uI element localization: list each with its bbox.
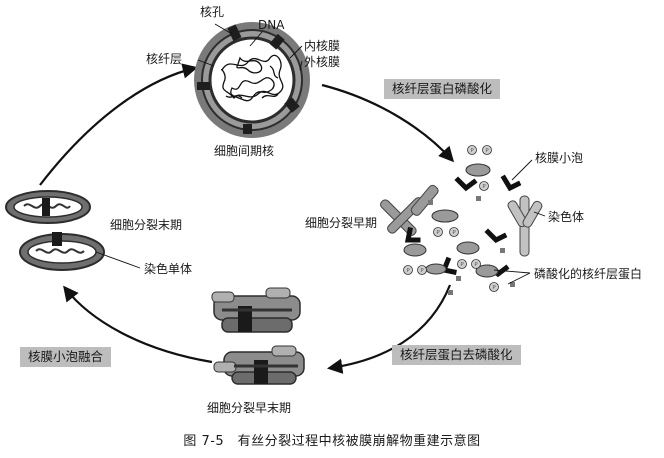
label-nuclear-lamina: 核纤层 bbox=[146, 52, 183, 66]
p-marker: P bbox=[485, 148, 489, 154]
right-leaders bbox=[493, 159, 546, 285]
interphase-nucleus bbox=[194, 22, 310, 138]
label-interphase-nucleus: 细胞间期核 bbox=[214, 144, 275, 158]
arrow-bottom-left bbox=[63, 285, 213, 364]
arrow-bottom-right bbox=[326, 284, 452, 374]
label-chromosome: 染色体 bbox=[548, 210, 585, 224]
label-dna: DNA bbox=[258, 18, 285, 32]
stage-dephosphorylation: 核纤层蛋白去磷酸化 bbox=[392, 345, 521, 365]
interphase-leaders bbox=[197, 23, 303, 71]
p-marker: P bbox=[420, 268, 424, 274]
figure-caption: 图 7-5 有丝分裂过程中核被膜崩解物重建示意图 bbox=[183, 434, 481, 449]
arrow-top-left bbox=[39, 63, 198, 186]
p-marker: P bbox=[470, 148, 474, 154]
label-late-early-mitosis: 细胞分裂早末期 bbox=[207, 401, 292, 415]
chromosome-left bbox=[380, 184, 439, 236]
label-inner-membrane: 内核膜 bbox=[304, 39, 341, 53]
reforming-cluster-top bbox=[211, 287, 301, 333]
p-marker: P bbox=[482, 184, 486, 190]
stage-phosphorylation: 核纤层蛋白磷酸化 bbox=[384, 79, 501, 99]
p-marker: P bbox=[406, 268, 410, 274]
chromatid-leader bbox=[95, 251, 141, 269]
arrow-top-right bbox=[321, 83, 455, 163]
reforming-cluster-bottom bbox=[213, 345, 305, 385]
p-marker: P bbox=[492, 285, 496, 291]
p-marker: P bbox=[452, 230, 456, 236]
telophase-nucleus-top bbox=[5, 190, 91, 224]
chromosome-right bbox=[507, 195, 543, 257]
label-outer-membrane: 外核膜 bbox=[304, 55, 341, 69]
p-marker: P bbox=[474, 262, 478, 268]
nuclear-pores bbox=[197, 24, 300, 134]
telophase-nucleus-bottom bbox=[19, 232, 105, 271]
label-nuclear-pore: 核孔 bbox=[200, 5, 225, 19]
p-marker: P bbox=[436, 230, 440, 236]
label-chromatid: 染色单体 bbox=[144, 262, 193, 276]
label-early-mitosis: 细胞分裂早期 bbox=[305, 216, 378, 230]
dna-coil bbox=[221, 54, 284, 102]
stage-vesicle-fusion: 核膜小泡融合 bbox=[20, 347, 112, 367]
label-telophase: 细胞分裂末期 bbox=[110, 218, 183, 232]
phospho-lamins: P P P P P P P P P P bbox=[403, 145, 515, 295]
label-phospho-lamin: 磷酸化的核纤层蛋白 bbox=[534, 267, 643, 281]
label-vesicle: 核膜小泡 bbox=[535, 151, 584, 165]
p-marker: P bbox=[460, 262, 464, 268]
